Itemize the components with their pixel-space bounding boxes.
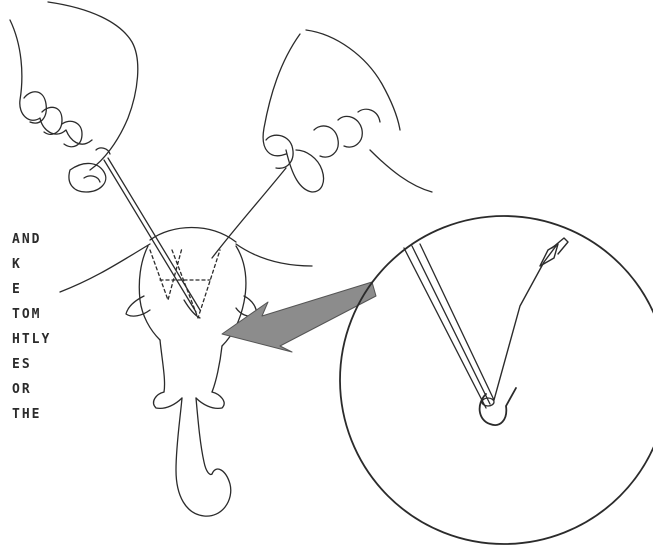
caption-line-4: TOM bbox=[12, 307, 41, 322]
caption-line-5: HTLY bbox=[12, 332, 51, 347]
right-hand bbox=[263, 30, 432, 192]
caption-line-6: ES bbox=[12, 357, 32, 372]
caption-line-3: E bbox=[12, 282, 22, 297]
caption-line-2: K bbox=[12, 257, 22, 272]
catfish bbox=[60, 228, 312, 517]
left-hand bbox=[10, 2, 138, 192]
caption-line-7: OR bbox=[12, 382, 32, 397]
fishing-line bbox=[212, 168, 286, 258]
caption-line-8: THE bbox=[12, 407, 41, 422]
needle bbox=[104, 158, 200, 312]
caption-line-1: AND bbox=[12, 232, 41, 247]
detail-circle bbox=[340, 216, 653, 544]
